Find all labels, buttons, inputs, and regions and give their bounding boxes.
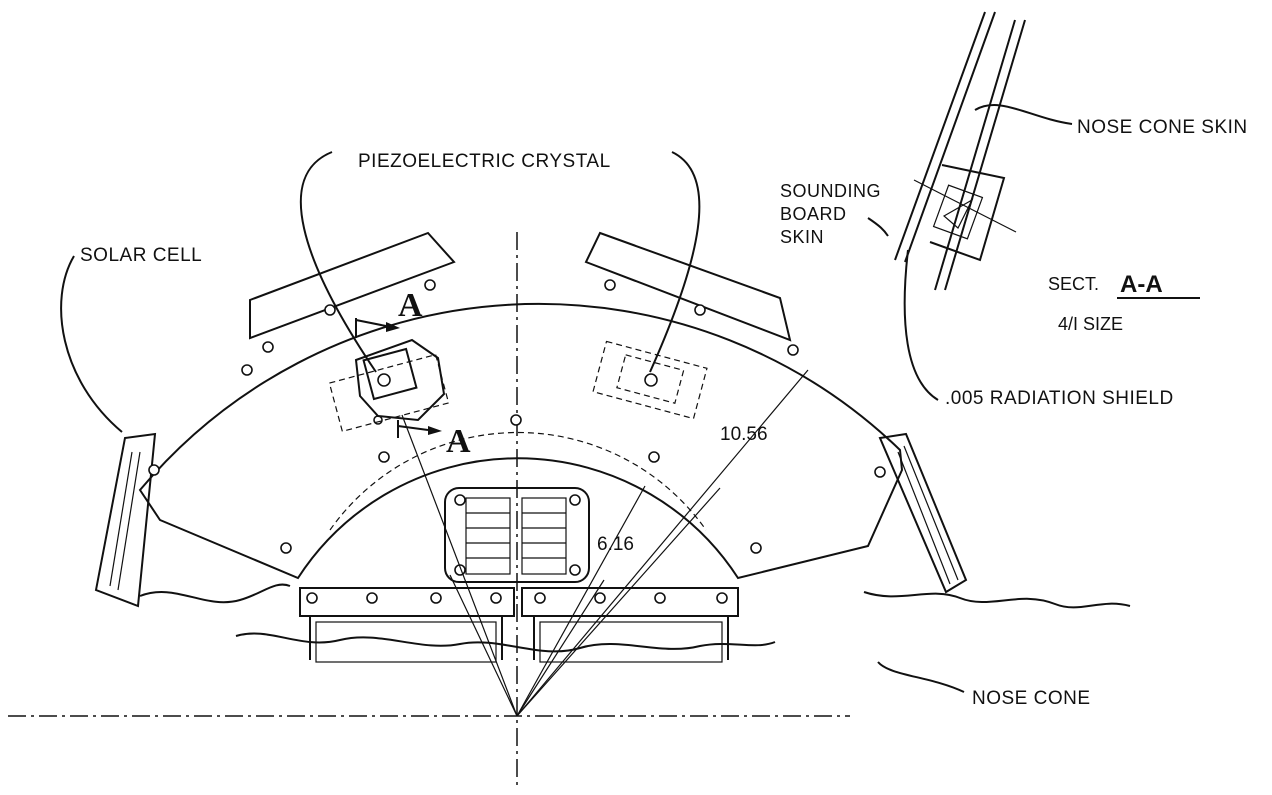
leader-lines xyxy=(60,104,1073,693)
radial-lines xyxy=(401,369,809,717)
section-cut-markers xyxy=(355,318,442,438)
label-radiation-shield: .005 RADIATION SHIELD xyxy=(945,388,1174,409)
section-scale: 4/I SIZE xyxy=(1058,314,1123,334)
right-solar-cell-panel xyxy=(878,432,968,594)
lower-windows xyxy=(299,587,739,663)
left-crystal-window xyxy=(328,338,450,433)
label-sounding-board-3: SKIN xyxy=(780,227,824,247)
break-lines xyxy=(139,583,1131,653)
section-name: A-A xyxy=(1120,271,1163,298)
main-shield xyxy=(138,302,904,580)
section-prefix: SECT. xyxy=(1048,274,1099,294)
dimension-outer-radius: 10.56 xyxy=(720,424,768,445)
right-crystal-window xyxy=(592,340,708,420)
cut-marker-upper: A xyxy=(398,287,423,324)
top-panels xyxy=(249,231,792,342)
cut-marker-lower: A xyxy=(446,423,471,460)
label-solar-cell: SOLAR CELL xyxy=(80,245,202,266)
section-a-a-detail xyxy=(894,11,1026,291)
shield-holes xyxy=(148,279,886,554)
left-solar-cell-panel xyxy=(94,432,157,608)
label-sounding-board-2: BOARD xyxy=(780,204,847,224)
central-grid-window xyxy=(444,487,590,583)
label-sounding-board-1: SOUNDING xyxy=(780,181,881,201)
centerlines xyxy=(8,232,850,790)
label-nose-cone: NOSE CONE xyxy=(972,688,1091,709)
label-nose-cone-skin: NOSE CONE SKIN xyxy=(1077,117,1248,138)
dimension-inner-radius: 6.16 xyxy=(597,534,634,555)
label-piezoelectric-crystal: PIEZOELECTRIC CRYSTAL xyxy=(358,151,611,172)
